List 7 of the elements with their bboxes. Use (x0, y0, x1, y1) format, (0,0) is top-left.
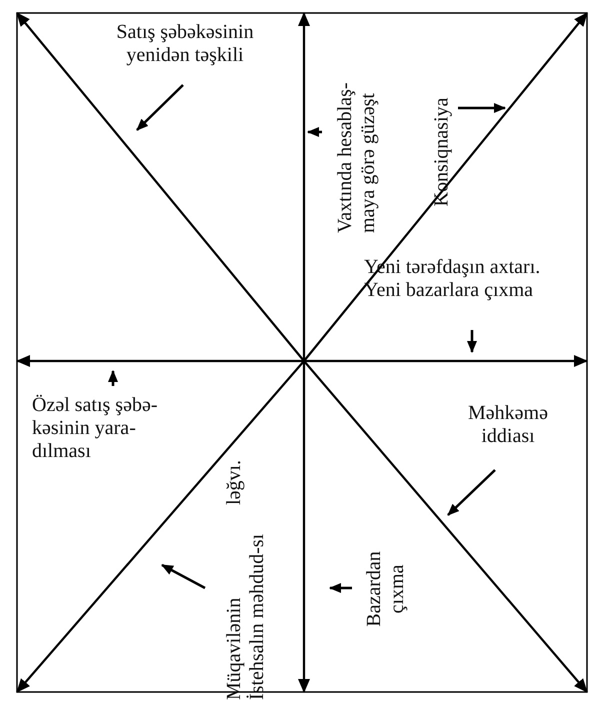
strategy-label: Müqavilənin ləğvı. İstehsalın məhdud-sı (223, 460, 269, 700)
strategy-label: Bazardan çıxma (363, 550, 409, 629)
strategy-label: Özəl satış şəbə- kəsinin yara- dılması (32, 394, 159, 462)
strategy-label: Vaxtında hesablaş- maya görə güzəşt (334, 81, 380, 233)
strategy-label: Konsiqnasiya (430, 96, 454, 206)
strategy-label: Satış şəbəkəsinin yenidən təşkili (115, 21, 255, 67)
strategy-label: Məhkəmə iddiası (467, 402, 549, 448)
